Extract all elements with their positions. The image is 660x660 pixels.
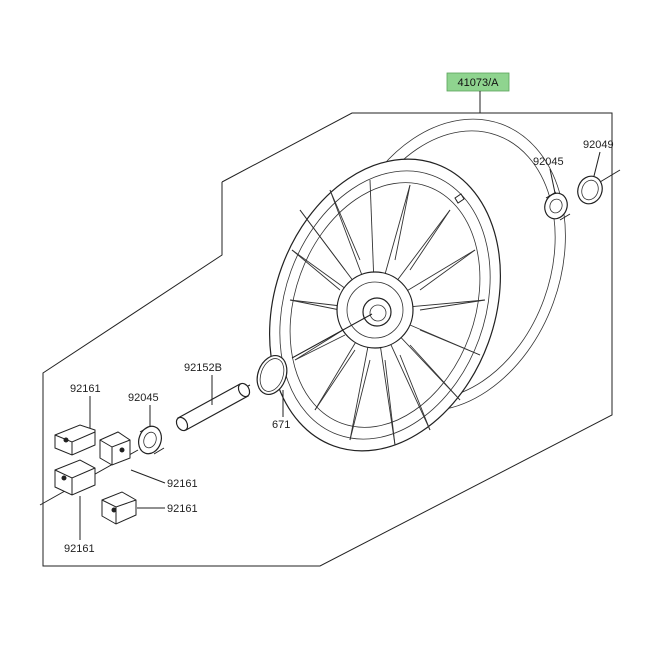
part-92161-damper-upper-right[interactable] <box>99 431 131 466</box>
frame-outline <box>42 112 613 567</box>
part-92045-right-bearing[interactable] <box>541 190 571 222</box>
label-92049: 92049 <box>583 139 614 151</box>
leader-92045-right <box>549 168 556 194</box>
part-671-o-ring[interactable] <box>252 351 292 398</box>
label-92045-left: 92045 <box>128 392 159 404</box>
part-92045-left-bearing[interactable] <box>135 423 165 457</box>
wheel-assembly[interactable] <box>230 86 604 483</box>
part-92161-damper-upper-left[interactable] <box>54 424 96 456</box>
part-92049-right-seal[interactable] <box>574 173 606 208</box>
valve-stem <box>454 193 465 204</box>
reference-tag-box <box>446 72 510 92</box>
hub-bore <box>362 297 392 327</box>
label-92161-lower: 92161 <box>167 503 198 515</box>
reference-tag[interactable]: 41073/A <box>446 72 510 92</box>
hub-bore-inner <box>369 304 387 322</box>
part-92161-damper-lower-right[interactable] <box>101 491 137 525</box>
leader-92161-mid <box>130 469 166 484</box>
rim-front-mid <box>279 170 491 440</box>
label-92161-bottom: 92161 <box>64 543 95 555</box>
part-92152b-collar[interactable] <box>174 381 252 432</box>
label-92161-top: 92161 <box>70 383 101 395</box>
label-92161-mid: 92161 <box>167 478 198 490</box>
hub-mid <box>346 281 404 339</box>
axle-centerline-rear <box>291 313 373 359</box>
rim-front-inner <box>289 182 481 428</box>
label-92152b: 92152B <box>184 362 222 374</box>
label-671: 671 <box>272 419 290 431</box>
axle-centerline-front <box>599 169 621 183</box>
reference-tag-text: 41073/A <box>458 77 500 89</box>
label-92045-right: 92045 <box>533 156 564 168</box>
part-92161-damper-lower-left[interactable] <box>54 459 96 496</box>
leader-92049 <box>593 151 601 177</box>
